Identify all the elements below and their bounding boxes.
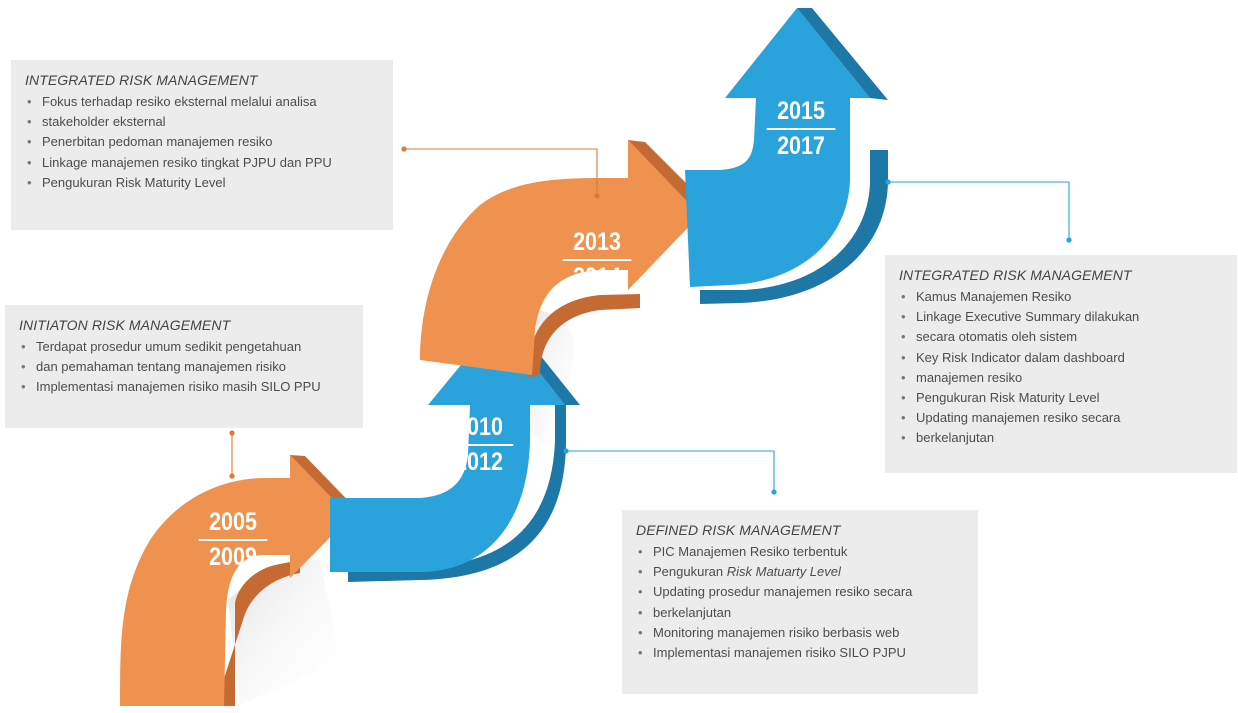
connector-2013 bbox=[404, 148, 598, 196]
connector-lines bbox=[231, 148, 1070, 492]
list-item: Linkage Executive Summary dilakukan bbox=[899, 307, 1223, 327]
dot bbox=[229, 473, 235, 479]
stage-item-list: Terdapat prosedur umum sedikit pengetahu… bbox=[19, 337, 349, 398]
stage-title: INTEGRATED RISK MANAGEMENT bbox=[899, 267, 1132, 283]
list-item: Linkage manajemen resiko tingkat PJPU da… bbox=[25, 153, 379, 173]
list-item: Updating prosedur manajemen resiko secar… bbox=[636, 582, 964, 602]
list-item: PIC Manajemen Resiko terbentuk bbox=[636, 542, 964, 562]
stage-box-defined: DEFINED RISK MANAGEMENT PIC Manajemen Re… bbox=[622, 510, 978, 694]
stage-item-list: Fokus terhadap resiko eksternal melalui … bbox=[25, 92, 379, 193]
list-item: dan pemahaman tentang manajemen risiko bbox=[19, 357, 349, 377]
list-item: Pengukuran Risk Maturity Level bbox=[25, 173, 379, 193]
list-item: Terdapat prosedur umum sedikit pengetahu… bbox=[19, 337, 349, 357]
list-item: berkelanjutan bbox=[899, 428, 1223, 448]
list-item: Updating manajemen resiko secara bbox=[899, 408, 1223, 428]
connector-2015 bbox=[888, 181, 1070, 240]
stage-box-initiation: INITIATON RISK MANAGEMENT Terdapat prose… bbox=[5, 305, 363, 428]
stage-item-list: Kamus Manajemen Resiko Linkage Executive… bbox=[899, 287, 1223, 449]
list-item: manajemen resiko bbox=[899, 368, 1223, 388]
period-start: 2005 bbox=[198, 509, 268, 541]
list-item-italic: Risk Matuarty Level bbox=[726, 564, 841, 580]
list-item: stakeholder eksternal bbox=[25, 112, 379, 132]
list-item-text: Pengukuran bbox=[653, 564, 727, 580]
arrow-2015-head-side bbox=[797, 8, 888, 100]
connector-dots bbox=[229, 146, 1072, 495]
period-label-2010-2012: 2010 2012 bbox=[439, 414, 519, 476]
list-item: Pengukuran Risk Matuarty Level bbox=[636, 562, 964, 582]
period-start: 2013 bbox=[562, 229, 632, 261]
list-item: berkelanjutan bbox=[636, 603, 964, 623]
period-end: 2014 bbox=[573, 263, 621, 291]
list-item: Fokus terhadap resiko eksternal melalui … bbox=[25, 92, 379, 112]
list-item: Pengukuran Risk Maturity Level bbox=[899, 388, 1223, 408]
stage-title: DEFINED RISK MANAGEMENT bbox=[636, 522, 841, 538]
list-item: secara otomatis oleh sistem bbox=[899, 327, 1223, 347]
period-label-2015-2017: 2015 2017 bbox=[761, 98, 841, 160]
dot bbox=[229, 430, 235, 436]
arrow-2015-side bbox=[700, 150, 888, 304]
period-label-2013-2014: 2013 2014 bbox=[557, 229, 637, 291]
period-start: 2015 bbox=[766, 98, 836, 130]
period-start: 2010 bbox=[444, 414, 514, 446]
list-item: Key Risk Indicator dalam dashboard bbox=[899, 348, 1223, 368]
dot bbox=[563, 448, 569, 454]
list-item: Implementasi manajemen risiko SILO PJPU bbox=[636, 643, 964, 663]
stage-title: INTEGRATED RISK MANAGEMENT bbox=[25, 72, 258, 88]
arrow-2013-body bbox=[420, 140, 700, 375]
stage-box-integrated-1: INTEGRATED RISK MANAGEMENT Fokus terhada… bbox=[11, 60, 393, 230]
dot bbox=[1066, 237, 1072, 243]
connector-2010 bbox=[566, 450, 775, 492]
list-item: Kamus Manajemen Resiko bbox=[899, 287, 1223, 307]
period-end: 2009 bbox=[209, 543, 257, 571]
arrow-2010-body bbox=[330, 320, 565, 572]
stage-item-list: PIC Manajemen Resiko terbentuk Pengukura… bbox=[636, 542, 964, 663]
dot bbox=[885, 179, 891, 185]
stage-box-integrated-2: INTEGRATED RISK MANAGEMENT Kamus Manajem… bbox=[885, 255, 1237, 473]
stage-title: INITIATON RISK MANAGEMENT bbox=[19, 317, 231, 333]
arrow-2013-side bbox=[515, 294, 640, 380]
period-end: 2012 bbox=[455, 448, 503, 476]
dot bbox=[771, 489, 777, 495]
dot bbox=[594, 193, 600, 199]
period-label-2005-2009: 2005 2009 bbox=[193, 509, 273, 571]
period-end: 2017 bbox=[777, 132, 825, 160]
arrow-2015-body bbox=[685, 8, 870, 287]
list-item: Monitoring manajemen risiko berbasis web bbox=[636, 623, 964, 643]
dot bbox=[401, 146, 407, 152]
list-item: Implementasi manajemen risiko masih SILO… bbox=[19, 377, 349, 397]
list-item: Penerbitan pedoman manajemen resiko bbox=[25, 132, 379, 152]
shadow-1 bbox=[228, 560, 340, 705]
arrow-2005-body bbox=[120, 455, 350, 706]
